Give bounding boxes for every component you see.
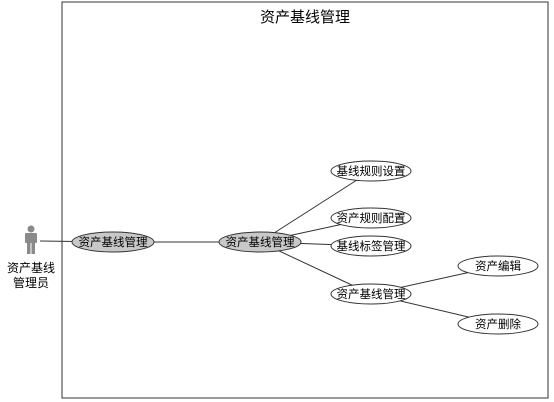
diagram-title: 资产基线管理 xyxy=(260,8,350,26)
use-case-nodes: 资产基线管理资产基线管理基线规则设置资产规则配置基线标签管理资产基线管理资产编辑… xyxy=(71,160,539,335)
use-case-n3: 基线规则设置 xyxy=(330,160,412,182)
use-case-label: 基线标签管理 xyxy=(337,239,406,253)
actor-label-line2: 管理员 xyxy=(13,275,49,290)
use-case-label: 资产基线管理 xyxy=(226,235,295,249)
use-case-n7: 资产编辑 xyxy=(457,255,539,277)
use-case-label: 基线规则设置 xyxy=(337,164,406,178)
use-case-n1: 资产基线管理 xyxy=(71,231,155,253)
use-case-ellipse xyxy=(330,235,412,257)
use-case-ellipse xyxy=(218,231,302,253)
use-case-n2: 资产基线管理 xyxy=(218,231,302,253)
system-boundary xyxy=(61,1,549,399)
use-case-label: 资产基线管理 xyxy=(79,235,148,249)
use-case-n5: 基线标签管理 xyxy=(330,235,412,257)
connector-line xyxy=(259,170,372,243)
use-case-ellipse xyxy=(330,283,412,305)
person-icon xyxy=(25,225,37,254)
use-case-ellipse xyxy=(457,255,539,277)
use-case-label: 资产编辑 xyxy=(475,259,521,273)
use-case-label: 资产规则配置 xyxy=(337,211,406,225)
use-case-n8: 资产删除 xyxy=(457,313,539,335)
actor-label-line1: 资产基线 xyxy=(7,261,55,275)
use-case-label: 资产删除 xyxy=(475,317,521,331)
use-case-ellipse xyxy=(71,231,155,253)
use-case-n4: 资产规则配置 xyxy=(330,207,412,229)
use-case-ellipse xyxy=(457,313,539,335)
actor: 资产基线 管理员 xyxy=(7,225,55,290)
use-case-label: 资产基线管理 xyxy=(337,287,406,301)
use-case-ellipse xyxy=(330,207,412,229)
use-case-ellipse xyxy=(330,160,412,182)
use-case-n6: 资产基线管理 xyxy=(330,283,412,305)
